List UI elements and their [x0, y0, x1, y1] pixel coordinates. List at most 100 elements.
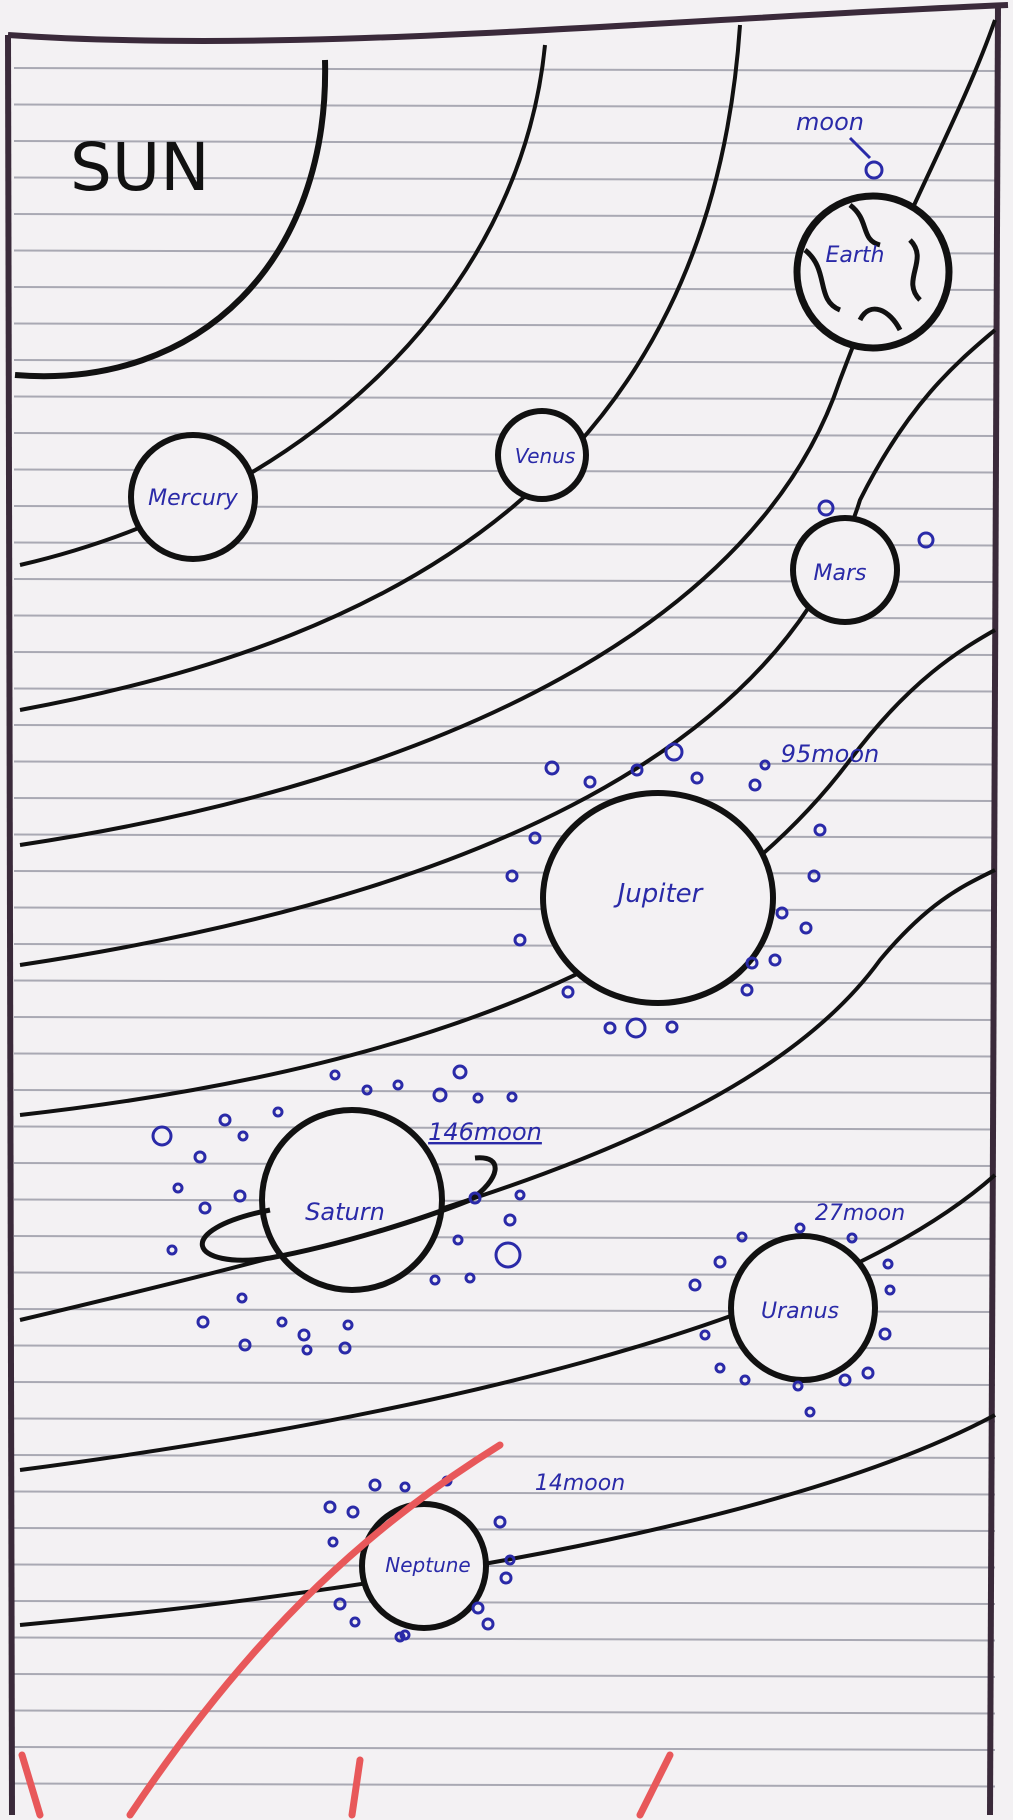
moon-dot — [742, 985, 752, 995]
moon-dot — [198, 1317, 208, 1327]
ruled-line — [14, 1054, 995, 1057]
ruled-line — [14, 871, 995, 874]
ruled-line — [14, 397, 995, 400]
earth-moon-note: moon — [796, 108, 864, 136]
planet-venus: Venus — [498, 411, 586, 499]
neptune-label: Neptune — [385, 1553, 470, 1577]
ruled-line — [14, 68, 995, 71]
moon-dot — [195, 1152, 205, 1162]
moon-dot — [401, 1483, 409, 1491]
planet-mars: Mars — [793, 501, 933, 622]
moon-dot — [796, 1224, 804, 1232]
moon-dot — [605, 1023, 615, 1033]
marker-diagonal — [130, 1445, 500, 1815]
ruled-line — [14, 944, 995, 947]
mars-label: Mars — [814, 561, 867, 586]
moon-dot — [809, 871, 819, 881]
jupiter-label: Jupiter — [613, 879, 705, 909]
neptune-moon-note: 14moon — [535, 1471, 625, 1496]
ruled-line — [14, 725, 995, 728]
ruled-line — [14, 1784, 995, 1787]
ruled-line — [14, 1017, 995, 1020]
sun-arc — [15, 60, 325, 376]
planet-neptune: Neptune 14moon — [362, 1471, 625, 1628]
left-margin-line — [8, 35, 12, 1815]
moon-dot — [806, 1408, 814, 1416]
orbit-mercury — [20, 45, 545, 565]
sun-label: SUN — [70, 129, 210, 206]
ruled-line — [14, 1674, 995, 1677]
saturn-moon-note: 146moon — [428, 1118, 542, 1146]
moon-dot — [530, 833, 540, 843]
moon-dot — [738, 1233, 746, 1241]
moon-dot — [880, 1329, 890, 1339]
moon-dot — [335, 1599, 345, 1609]
top-border-line — [8, 5, 1008, 41]
moon-dot — [801, 923, 811, 933]
moon-dot — [690, 1280, 700, 1290]
ruled-line — [14, 1455, 995, 1458]
ruled-line — [14, 1711, 995, 1714]
ruled-line — [14, 981, 995, 984]
moon-dot — [454, 1236, 462, 1244]
moon-dot — [394, 1081, 402, 1089]
marker-middle — [352, 1760, 360, 1815]
ruled-line — [14, 1565, 995, 1568]
moon-dot — [363, 1086, 371, 1094]
moon-dot — [505, 1215, 515, 1225]
ruled-line — [14, 1419, 995, 1422]
uranus-moon-note: 27moon — [815, 1201, 905, 1226]
earth-moon — [866, 162, 882, 178]
moon-dot — [454, 1066, 466, 1078]
moon-dot — [340, 1343, 350, 1353]
moon-dot — [563, 987, 573, 997]
right-margin-line — [990, 5, 998, 1815]
moon-dot — [238, 1294, 246, 1302]
moon-dot — [507, 871, 517, 881]
moon-dot — [770, 955, 780, 965]
moon-dot — [331, 1071, 339, 1079]
ruled-line — [14, 1601, 995, 1604]
ruled-line — [14, 908, 995, 911]
moon-dot — [348, 1507, 358, 1517]
moon-dot — [701, 1331, 709, 1339]
moon-dot — [431, 1276, 439, 1284]
ruled-line — [14, 1747, 995, 1750]
venus-label: Venus — [515, 444, 576, 468]
ruled-line — [14, 689, 995, 692]
earth-moon-arrow — [850, 138, 870, 158]
ruled-line — [14, 1163, 995, 1166]
ruled-line — [14, 652, 995, 655]
moon-dot — [220, 1115, 230, 1125]
moon-dot — [715, 1257, 725, 1267]
moon-dot — [516, 1191, 524, 1199]
moon-dot — [274, 1108, 282, 1116]
moon-dot — [716, 1364, 724, 1372]
moon-dot — [884, 1260, 892, 1268]
uranus-label: Uranus — [761, 1299, 839, 1324]
marker-left — [22, 1755, 40, 1815]
orbit-neptune — [20, 1415, 995, 1625]
moon-dot — [667, 1022, 677, 1032]
moon-dot — [886, 1286, 894, 1294]
moon-dot — [278, 1318, 286, 1326]
moon-dot — [585, 777, 595, 787]
ruled-line — [14, 1638, 995, 1641]
jupiter-moon-note: 95moon — [781, 740, 880, 768]
ruled-line — [14, 798, 995, 801]
moon-dot — [325, 1502, 335, 1512]
moon-dot — [474, 1094, 482, 1102]
moon-dot — [777, 908, 787, 918]
moon-dot — [741, 1376, 749, 1384]
moon-dot — [501, 1573, 511, 1583]
moon-dot — [794, 1382, 802, 1390]
moon-dot — [692, 773, 702, 783]
moon-dot — [174, 1184, 182, 1192]
moon-dot — [303, 1346, 311, 1354]
saturn-label: Saturn — [305, 1198, 385, 1226]
moon-dot — [508, 1093, 516, 1101]
earth-label: Earth — [826, 243, 885, 268]
red-marker-strokes — [22, 1445, 670, 1815]
